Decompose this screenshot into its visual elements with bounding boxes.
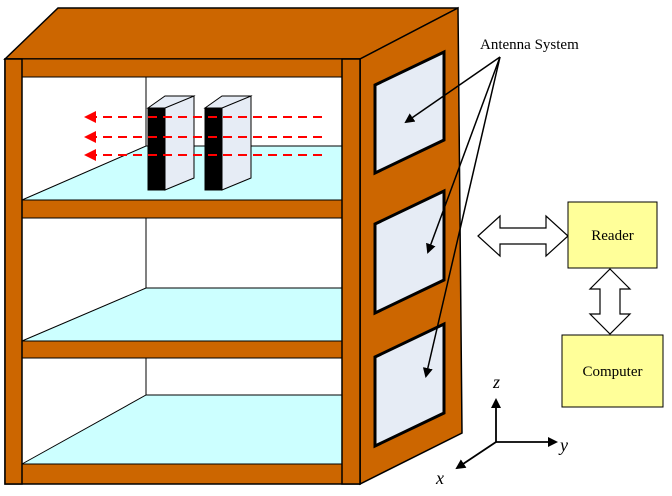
shelf-right-post <box>341 58 361 485</box>
reader-computer-link <box>588 268 632 335</box>
shelf-left-post <box>4 58 23 485</box>
antenna-system-label: Antenna System <box>480 37 579 53</box>
pointer-to-bottom-antenna <box>422 56 501 378</box>
pointer-to-top-antenna <box>404 56 501 124</box>
antenna-panel-middle <box>373 188 446 316</box>
double-arrow-horizontal <box>477 214 569 258</box>
computer-label: Computer <box>583 364 643 380</box>
antenna-panel-bottom <box>373 321 446 449</box>
pointer-to-middle-antenna <box>426 56 501 254</box>
antenna-panels <box>373 49 446 449</box>
coordinate-axes <box>455 398 558 470</box>
reader-box: Reader <box>567 201 658 269</box>
computer-box: Computer <box>561 334 664 408</box>
shelf-top-beam <box>21 58 343 78</box>
rfid-tag-item-1 <box>146 95 196 191</box>
shelf-board-top <box>21 199 343 219</box>
shelf-board-middle <box>21 340 343 359</box>
z-axis-label: z <box>492 372 500 392</box>
signal-arrows <box>84 111 322 161</box>
x-axis <box>455 441 497 470</box>
x-axis-label: x <box>435 468 444 488</box>
antenna-reader-link <box>477 214 569 258</box>
tagged-items <box>146 95 253 191</box>
antenna-pointer-lines <box>404 56 501 378</box>
reader-label: Reader <box>591 228 633 244</box>
rfid-tag-item-2 <box>203 95 253 191</box>
y-axis-label: y <box>558 435 568 455</box>
antenna-panel-top <box>373 49 446 176</box>
double-arrow-vertical <box>588 268 632 335</box>
